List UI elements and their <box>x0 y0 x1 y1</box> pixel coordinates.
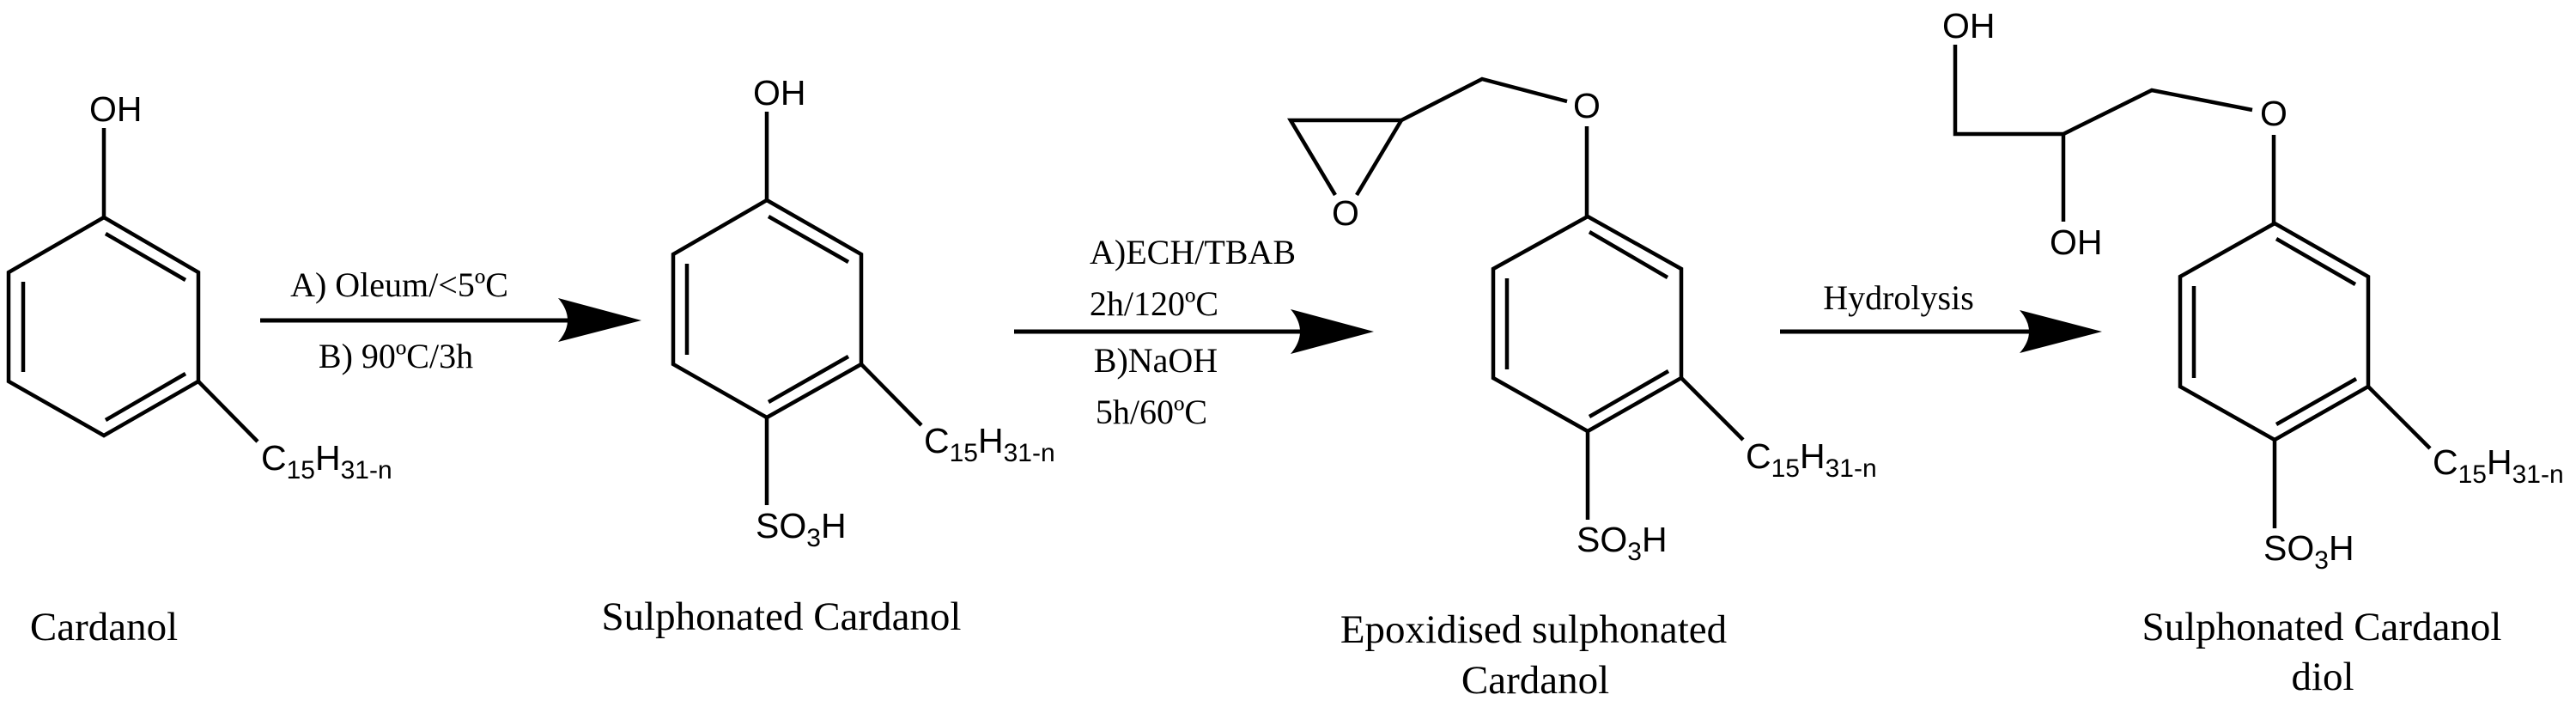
reaction-arrow-hydrolysis: Hydrolysis <box>1780 278 2102 353</box>
alkyl-chain-label: C15H31-n <box>2433 442 2564 489</box>
condition-above-1: A)ECH/TBAB <box>1090 233 1296 271</box>
molecule-label-line-1: Sulphonated Cardanol <box>2142 605 2501 649</box>
molecule-label-line-2: Cardanol <box>1461 658 1609 703</box>
ether-oxygen-label: O <box>2260 94 2287 133</box>
alkyl-bond <box>1680 376 1745 442</box>
molecule-epoxidised-sulphonated-cardanol: O O SO3H C15H31-n Epoxidised sulphonated… <box>1287 76 1877 703</box>
benzene-ring <box>671 198 864 420</box>
benzene-ring <box>2178 221 2371 442</box>
epoxide-oxygen-label: O <box>1332 193 1359 233</box>
reaction-arrow-epoxidation: A)ECH/TBAB 2h/120ºC B)NaOH 5h/60ºC <box>1014 233 1374 431</box>
molecule-label: Cardanol <box>30 605 178 649</box>
condition-below: B) 90ºC/3h <box>319 337 473 375</box>
molecule-sulphonated-cardanol-diol: OH OH O SO3H C15H31-n Sulphonated Cardan… <box>1942 6 2564 699</box>
alkyl-bond <box>860 363 923 427</box>
glycidyl-chain <box>1400 76 1568 123</box>
benzene-ring <box>1491 214 1684 434</box>
molecule-cardanol: OH C15H31-n Cardanol <box>6 89 392 649</box>
molecule-sulphonated-cardanol: OH SO3H C15H31-n Sulphonated Cardanol <box>601 73 1054 639</box>
arrowhead-icon <box>1291 309 1374 354</box>
primary-hydroxyl-label: OH <box>1942 6 1996 46</box>
condition-above: Hydrolysis <box>1823 278 1974 317</box>
epoxide-ring: O <box>1287 118 1405 233</box>
reaction-arrow-sulphonation: A) Oleum/<5ºC B) 90ºC/3h <box>260 265 641 375</box>
arrowhead-icon <box>558 298 641 342</box>
alkyl-chain-label: C15H31-n <box>261 438 392 484</box>
ether-oxygen-label: O <box>1573 86 1601 125</box>
condition-above-2: 2h/120ºC <box>1090 284 1218 323</box>
alkyl-chain-label: C15H31-n <box>1746 436 1877 483</box>
hydroxyl-label: OH <box>753 73 806 113</box>
sulfonic-acid-label: SO3H <box>756 506 847 552</box>
arrowhead-icon <box>2020 310 2102 353</box>
molecule-label-line-2: diol <box>2291 655 2354 699</box>
condition-below-1: B)NaOH <box>1094 341 1218 380</box>
molecule-label-line-1: Epoxidised sulphonated <box>1340 607 1727 652</box>
sulfonic-acid-label: SO3H <box>1577 520 1668 566</box>
diol-chain <box>1953 45 2253 137</box>
condition-below-2: 5h/60ºC <box>1096 393 1207 431</box>
condition-above: A) Oleum/<5ºC <box>290 265 508 304</box>
alkyl-bond <box>197 380 259 443</box>
molecule-label: Sulphonated Cardanol <box>601 594 961 639</box>
alkyl-bond <box>2366 385 2432 450</box>
alkyl-chain-label: C15H31-n <box>924 421 1055 467</box>
hydroxyl-label: OH <box>89 89 143 129</box>
sulfonic-acid-label: SO3H <box>2263 528 2354 575</box>
secondary-hydroxyl-label: OH <box>2050 222 2103 262</box>
benzene-ring <box>6 215 201 438</box>
